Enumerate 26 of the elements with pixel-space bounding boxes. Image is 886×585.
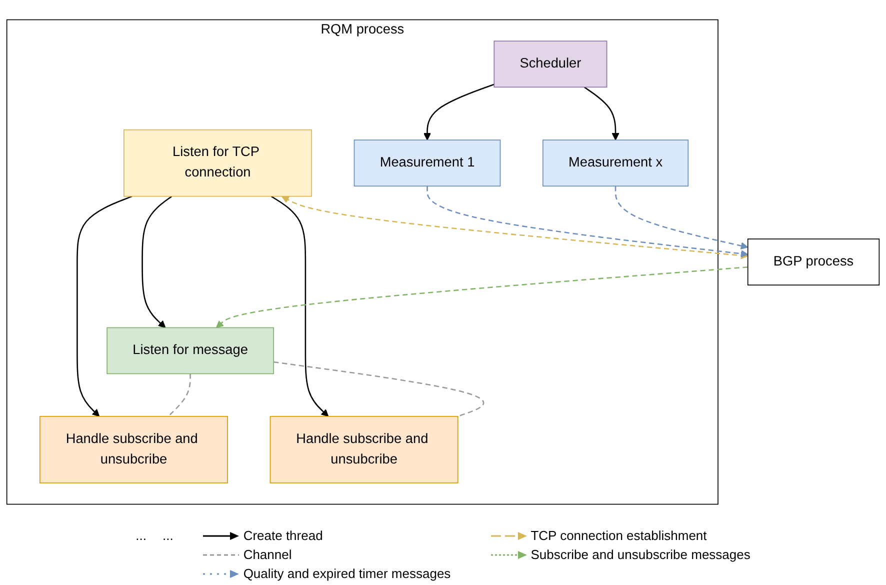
node-box: Listen for TCP connection [124, 129, 312, 197]
arrow [614, 186, 748, 250]
node-box: BGP process [747, 238, 880, 286]
node-box: Measurement 1 [354, 140, 501, 187]
connector [168, 374, 191, 417]
legend-label: TCP connection establishment [530, 528, 707, 543]
legend-label: Quality and expired timer messages [243, 566, 451, 581]
arrow [282, 196, 748, 260]
ellipsis-note: ... [162, 528, 174, 543]
node-box: Scheduler [494, 40, 608, 88]
node-box: Handle subscribe and unsubcribe [39, 416, 228, 484]
legend-label: Create thread [243, 528, 323, 543]
connector [273, 361, 484, 417]
arrow [216, 266, 748, 328]
node-box: Handle subscribe and unsubcribe [270, 416, 458, 484]
node-box: Measurement x [542, 140, 689, 187]
legend-label: Channel [243, 547, 292, 562]
arrow [424, 84, 494, 140]
arrow [426, 186, 748, 258]
arrow [76, 196, 132, 417]
arrow [142, 196, 172, 328]
arrow [584, 86, 620, 140]
node-box: Listen for message [106, 327, 274, 374]
arrow [270, 196, 329, 417]
legend-label: Subscribe and unsubscribe messages [530, 547, 750, 562]
ellipsis-note: ... [136, 528, 146, 543]
